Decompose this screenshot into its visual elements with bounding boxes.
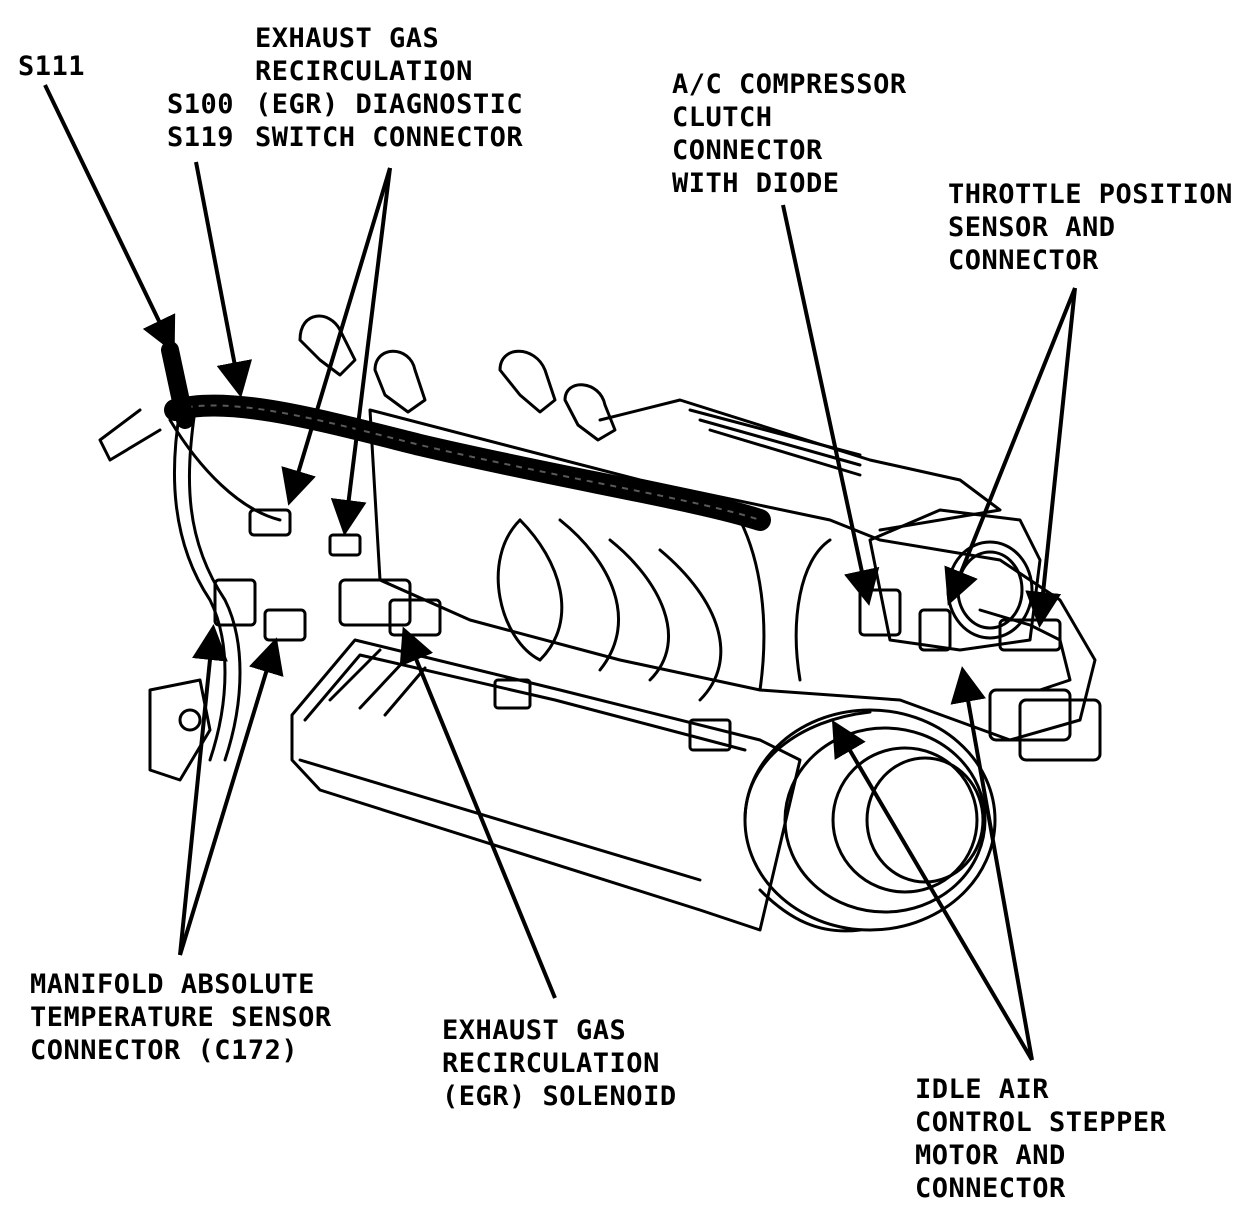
label-line: CLUTCH [672,102,773,133]
label-line: CONTROL STEPPER [915,1107,1167,1138]
label-line: THROTTLE POSITION [948,179,1233,210]
valve-cover [290,638,802,932]
arrow-mat-2 [178,637,284,956]
label-line: MOTOR AND [915,1140,1066,1171]
arrow-s100-s119 [194,161,253,398]
engine-drawing [98,314,1102,933]
label-line: MANIFOLD ABSOLUTE [30,969,315,1000]
arrow-s111 [43,84,176,354]
label-idle-air-control: IDLE AIR CONTROL STEPPER MOTOR AND CONNE… [915,1073,1166,1205]
label-line: WITH DIODE [672,168,840,199]
label-egr-solenoid: EXHAUST GAS RECIRCULATION (EGR) SOLENOID [442,1014,677,1113]
arrow-mat-1 [178,624,228,956]
intake-plenum [368,408,1097,742]
label-line: EXHAUST GAS [442,1015,627,1046]
label-line: CONNECTOR [948,245,1099,276]
arrow-ac-clutch [781,204,880,606]
arrow-tps-2 [1025,287,1077,628]
label-manifold-absolute-temperature: MANIFOLD ABSOLUTE TEMPERATURE SENSOR CON… [30,968,332,1067]
label-s100-text: S100 [167,89,235,120]
arrow-egr-switch-2 [330,167,392,536]
label-line: A/C COMPRESSOR [672,69,907,100]
egr-switch-connector-part [248,508,292,537]
label-s111-text: S111 [18,51,86,82]
label-line: SENSOR AND [948,212,1116,243]
label-line: IDLE AIR [915,1074,1050,1105]
arrow-egr-switch-1 [281,167,392,506]
label-line: (EGR) SOLENOID [442,1081,677,1112]
label-s119-text: S119 [167,122,235,153]
label-line: RECIRCULATION [442,1048,660,1079]
label-s111: S111 [18,50,85,83]
label-line: TEMPERATURE SENSOR [30,1002,332,1033]
label-throttle-position-sensor: THROTTLE POSITION SENSOR AND CONNECTOR [948,178,1233,277]
label-egr-diagnostic-switch: EXHAUST GAS RECIRCULATION (EGR) DIAGNOST… [255,22,523,154]
label-s100-s119: S100 S119 [167,88,234,154]
label-line: SWITCH CONNECTOR [255,122,524,153]
label-ac-compressor-clutch: A/C COMPRESSOR CLUTCH CONNECTOR WITH DIO… [672,68,907,200]
label-line: (EGR) DIAGNOSTIC [255,89,524,120]
arrow-egr-solenoid [399,626,557,999]
arrow-iac-2 [950,666,1034,1061]
air-intake-duct [743,708,997,933]
label-line: CONNECTOR (C172) [30,1035,299,1066]
spark-plug-boots [298,314,617,442]
label-line: EXHAUST GAS [255,23,440,54]
callout-arrows [43,84,1077,1062]
label-line: CONNECTOR [915,1173,1066,1204]
egr-solenoid-part [338,578,412,627]
label-line: CONNECTOR [672,135,823,166]
arrow-tps-1 [944,287,1077,606]
throttle-bore [946,540,1034,640]
label-line: RECIRCULATION [255,56,473,87]
wire-harness [161,341,771,531]
arrow-iac-1 [831,719,1034,1062]
mat-sensor-connector-part [213,578,257,627]
